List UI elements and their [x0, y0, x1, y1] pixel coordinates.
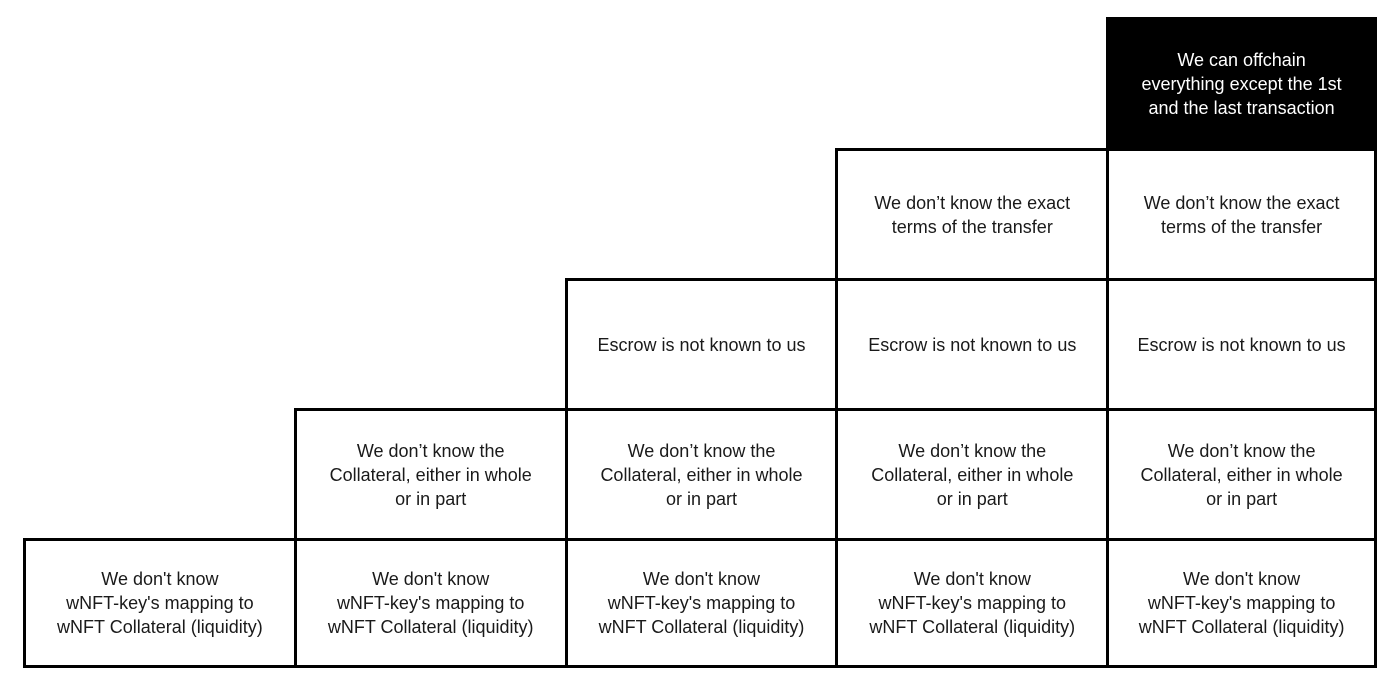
cell-wnft-mapping-unknown: We don't know wNFT-key's mapping to wNFT… [23, 538, 294, 668]
staircase-diagram: We can offchain everything except the 1s… [23, 17, 1377, 668]
cell-collateral-unknown: We don’t know the Collateral, either in … [293, 408, 565, 538]
cell-collateral-unknown: We don’t know the Collateral, either in … [835, 408, 1107, 538]
cell-wnft-mapping-unknown: We don't know wNFT-key's mapping to wNFT… [835, 538, 1107, 668]
cell-escrow-unknown: Escrow is not known to us [564, 278, 836, 408]
cell-escrow-unknown: Escrow is not known to us [1106, 278, 1377, 408]
cell-collateral-unknown: We don’t know the Collateral, either in … [1106, 408, 1377, 538]
cell-wnft-mapping-unknown: We don't know wNFT-key's mapping to wNFT… [1106, 538, 1377, 668]
cell-wnft-mapping-unknown: We don't know wNFT-key's mapping to wNFT… [564, 538, 836, 668]
cell-transfer-terms-unknown: We don’t know the exact terms of the tra… [835, 148, 1107, 278]
cell-offchain-note: We can offchain everything except the 1s… [1106, 17, 1377, 148]
cell-transfer-terms-unknown: We don’t know the exact terms of the tra… [1106, 148, 1377, 278]
cell-escrow-unknown: Escrow is not known to us [835, 278, 1107, 408]
cell-collateral-unknown: We don’t know the Collateral, either in … [564, 408, 836, 538]
cell-wnft-mapping-unknown: We don't know wNFT-key's mapping to wNFT… [293, 538, 565, 668]
